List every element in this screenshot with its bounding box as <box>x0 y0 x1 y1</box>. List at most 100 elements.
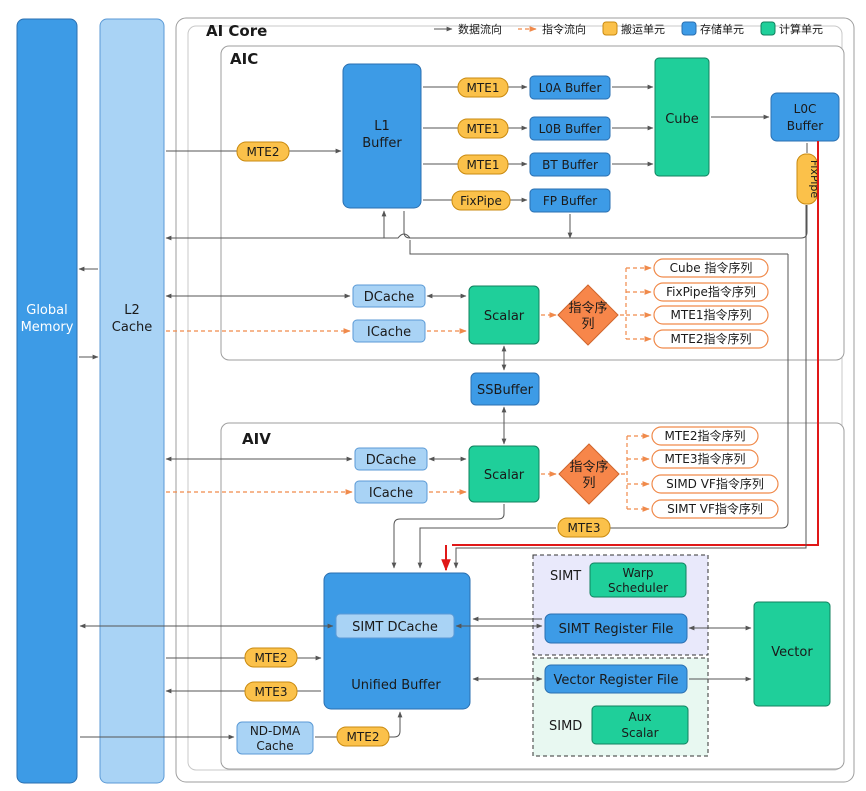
aic-queue-label-2: 列 <box>581 317 594 332</box>
aiv-icache-label: ICache <box>369 486 413 501</box>
aiv-queue-label-1: 指令序 <box>569 460 608 475</box>
aiv-mte3-top <box>557 517 611 538</box>
cube <box>654 57 710 177</box>
aic-seq-3-label: MTE1指令序列 <box>671 307 752 322</box>
arrow-fixpipe-to-l2 <box>165 233 411 241</box>
ssbuffer-label: SSBuffer <box>477 383 534 398</box>
aiv-mte3-label: MTE3 <box>255 685 288 699</box>
bt-buffer-label: BT Buffer <box>542 158 598 172</box>
aic-fixpipe-mover <box>451 190 511 211</box>
fixpipe-unit-label: FixPipe <box>808 160 821 199</box>
l0c-buffer <box>770 92 840 142</box>
line-l1-bus-feed <box>409 240 788 255</box>
aic-seq-4 <box>653 329 769 349</box>
legend: 数据流向 指令流向 搬运单元 存储单元 计算单元 <box>434 21 823 36</box>
aic-seq-1 <box>653 258 769 278</box>
vector-register-file <box>544 664 688 694</box>
line-aiv-seq-trunk <box>621 436 628 509</box>
fp-buffer-label: FP Buffer <box>543 194 597 208</box>
line-aic-seq-trunk <box>620 268 627 339</box>
aiv-title: AIV <box>242 430 271 448</box>
aiv-seq-1 <box>651 426 759 446</box>
simt-register-file <box>544 613 688 644</box>
aiv-dcache-label: DCache <box>366 453 416 468</box>
aic-dcache <box>352 284 426 308</box>
aiv-mte2-label: MTE2 <box>255 651 288 665</box>
aic-instr-queue <box>557 284 619 346</box>
aux-scalar-label-1: Aux <box>629 710 652 724</box>
line-ub-to-l1-vertical <box>610 254 789 529</box>
arrow-aiv-scalar-to-ub <box>391 504 505 569</box>
aiv-mte2 <box>244 647 298 668</box>
aiv-mte2-nd <box>336 726 390 747</box>
aiv-seq-1-label: MTE2指令序列 <box>665 428 746 443</box>
arrow-nddma-to-ub <box>315 711 403 738</box>
ai-core-title: AI Core <box>206 22 267 40</box>
aic-mte2-label: MTE2 <box>247 145 280 159</box>
l2-cache <box>99 18 165 784</box>
nd-dma-label-2: Cache <box>256 739 293 753</box>
vector <box>753 601 831 707</box>
cube-label: Cube <box>665 112 699 127</box>
arrow-l0c-bus-to-ub <box>453 205 807 569</box>
aiv-seq-2 <box>651 449 759 469</box>
aic-mte1-a <box>457 77 509 98</box>
l1-buffer-label-2: Buffer <box>362 136 402 151</box>
aic-icache-label: ICache <box>367 325 411 340</box>
legend-data-flow: 数据流向 <box>458 22 502 36</box>
aiv-seq-4-label: SIMT VF指令序列 <box>667 501 763 516</box>
aiv-scalar-label: Scalar <box>484 468 525 483</box>
aic-seq-4-label: MTE2指令序列 <box>671 331 752 346</box>
aic-dcache-label: DCache <box>364 290 414 305</box>
aic-fixpipe-mover-label: FixPipe <box>460 194 502 208</box>
aic-seq-1-label: Cube 指令序列 <box>670 260 753 275</box>
aic-seq-2-label: FixPipe指令序列 <box>666 284 756 299</box>
aic-icache <box>352 319 426 343</box>
legend-storage-swatch <box>681 21 697 36</box>
global-memory-label-1: Global <box>26 303 67 318</box>
l1-buffer-label-1: L1 <box>374 119 390 134</box>
aiv-queue-label-2: 列 <box>582 476 595 491</box>
aic-seq-3 <box>653 305 769 325</box>
warp-scheduler <box>589 562 687 598</box>
simd-label: SIMD <box>549 719 582 734</box>
legend-move-swatch <box>602 21 618 36</box>
global-memory-label-2: Memory <box>21 320 74 335</box>
aux-scalar <box>591 705 689 745</box>
l1-buffer <box>342 63 422 209</box>
l0a-buffer-label: L0A Buffer <box>539 81 602 95</box>
aic-mte1-a-label: MTE1 <box>467 81 500 95</box>
unified-buffer <box>323 572 471 710</box>
l0a-buffer <box>529 75 611 100</box>
unified-buffer-label: Unified Buffer <box>351 678 441 693</box>
aiv-icache <box>354 480 428 504</box>
aic-queue-label-1: 指令序 <box>568 301 607 316</box>
simt-dcache-label: SIMT DCache <box>352 620 438 635</box>
l0b-buffer-label: L0B Buffer <box>539 122 602 136</box>
l0b-buffer <box>529 116 611 141</box>
simt-label: SIMT <box>550 569 581 584</box>
aic-scalar-label: Scalar <box>484 309 525 324</box>
aic-seq-2 <box>653 282 769 302</box>
simt-dcache <box>335 613 455 639</box>
ssbuffer <box>470 372 540 406</box>
line-l1-bus-joint <box>403 211 411 239</box>
legend-move-unit: 搬运单元 <box>621 22 665 36</box>
vector-register-file-label: Vector Register File <box>554 673 679 688</box>
aiv-mte3-top-label: MTE3 <box>568 521 601 535</box>
legend-instr-flow: 指令流向 <box>542 22 586 36</box>
l2-cache-label-2: Cache <box>112 320 152 335</box>
arrow-mte3-down-to-ub <box>417 527 556 569</box>
simt-register-file-label: SIMT Register File <box>559 622 674 637</box>
aiv-scalar <box>468 445 540 503</box>
line-fixpipe-to-ub-red <box>452 141 819 546</box>
l2-cache-label-1: L2 <box>124 303 140 318</box>
aiv-seq-2-label: MTE3指令序列 <box>665 451 746 466</box>
bt-buffer <box>529 152 611 177</box>
aiv-seq-4 <box>651 499 779 519</box>
nd-dma-label-1: ND-DMA <box>250 724 301 738</box>
aiv-mte3 <box>244 681 298 702</box>
aic-mte1-b-label: MTE1 <box>467 122 500 136</box>
legend-storage-unit: 存储单元 <box>700 22 744 36</box>
